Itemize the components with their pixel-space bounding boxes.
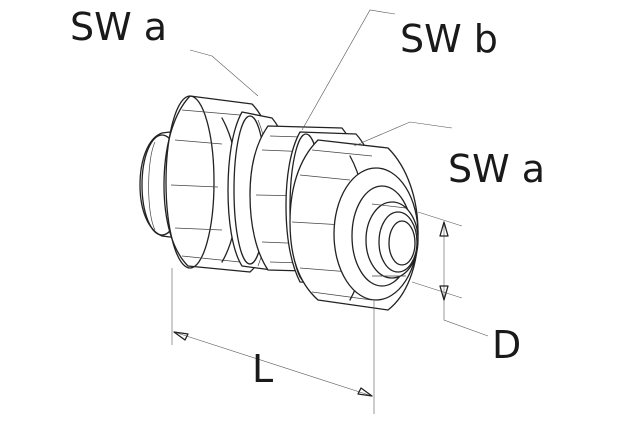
label-sw-a-right: SW a [448,147,545,191]
label-diameter: D [492,323,521,367]
dimension-d [411,211,489,337]
arrow-d-bottom [439,285,449,301]
leader-sw-a-top [189,49,259,97]
label-sw-b: SW b [400,17,498,61]
label-length: L [252,347,273,391]
dimension-l [171,268,375,414]
arrow-l-left [173,331,189,341]
arrow-l-right [357,387,373,397]
leader-sw-b [301,9,396,131]
arrow-d-top [439,221,449,237]
leader-sw-a-right [353,121,453,147]
label-sw-a-top: SW a [70,5,167,49]
right-end-face [333,167,419,301]
leader-lines [189,9,453,147]
